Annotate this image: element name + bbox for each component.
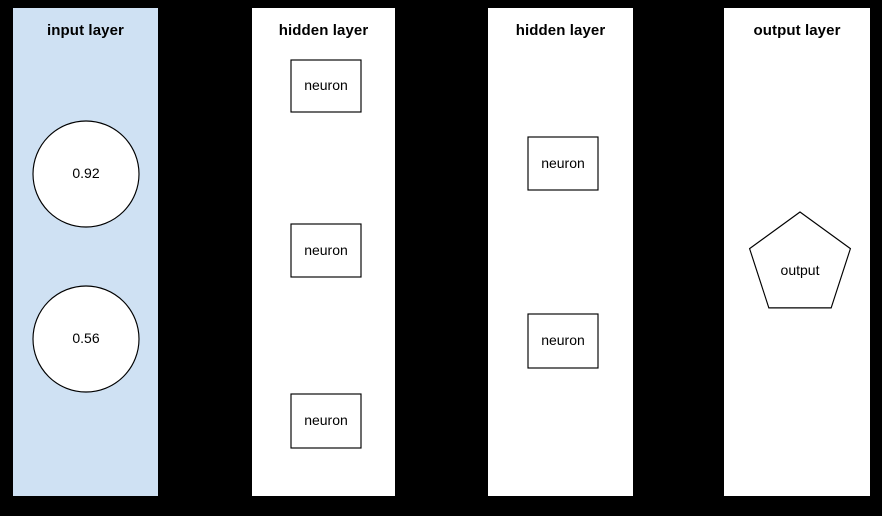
nodes-group	[32, 59, 852, 449]
node-label-output-node: output	[780, 262, 820, 278]
layer-title-hidden-layer-1: hidden layer	[278, 22, 369, 39]
node-label-hidden1-neuron-2: neuron	[304, 241, 348, 258]
node-label-input-node-1: 0.92	[72, 165, 100, 181]
layer-panel-hidden-layer-2[interactable]: hidden layer	[488, 8, 633, 496]
layer-title-input-layer: input layer	[47, 22, 124, 39]
node-hidden2-neuron-2[interactable]	[527, 313, 599, 369]
layer-title-output-layer: output layer	[753, 22, 841, 39]
node-label-input-node-2: 0.56	[72, 330, 100, 346]
node-output-node[interactable]	[748, 211, 852, 309]
layer-panel-input-layer[interactable]: input layer	[13, 8, 158, 496]
node-label-hidden1-neuron-3: neuron	[304, 412, 348, 428]
node-hidden1-neuron-3[interactable]	[290, 393, 362, 449]
layer-title-hidden-layer-2: hidden layer	[515, 22, 606, 39]
node-hidden2-neuron-1[interactable]	[527, 136, 599, 191]
node-hidden1-neuron-2[interactable]	[290, 223, 362, 278]
node-label-hidden2-neuron-2: neuron	[541, 332, 585, 348]
node-hidden1-neuron-1[interactable]	[290, 59, 362, 113]
node-label-hidden2-neuron-1: neuron	[541, 154, 585, 171]
node-label-hidden1-neuron-1: neuron	[304, 77, 348, 93]
edges-group	[138, 85, 748, 422]
